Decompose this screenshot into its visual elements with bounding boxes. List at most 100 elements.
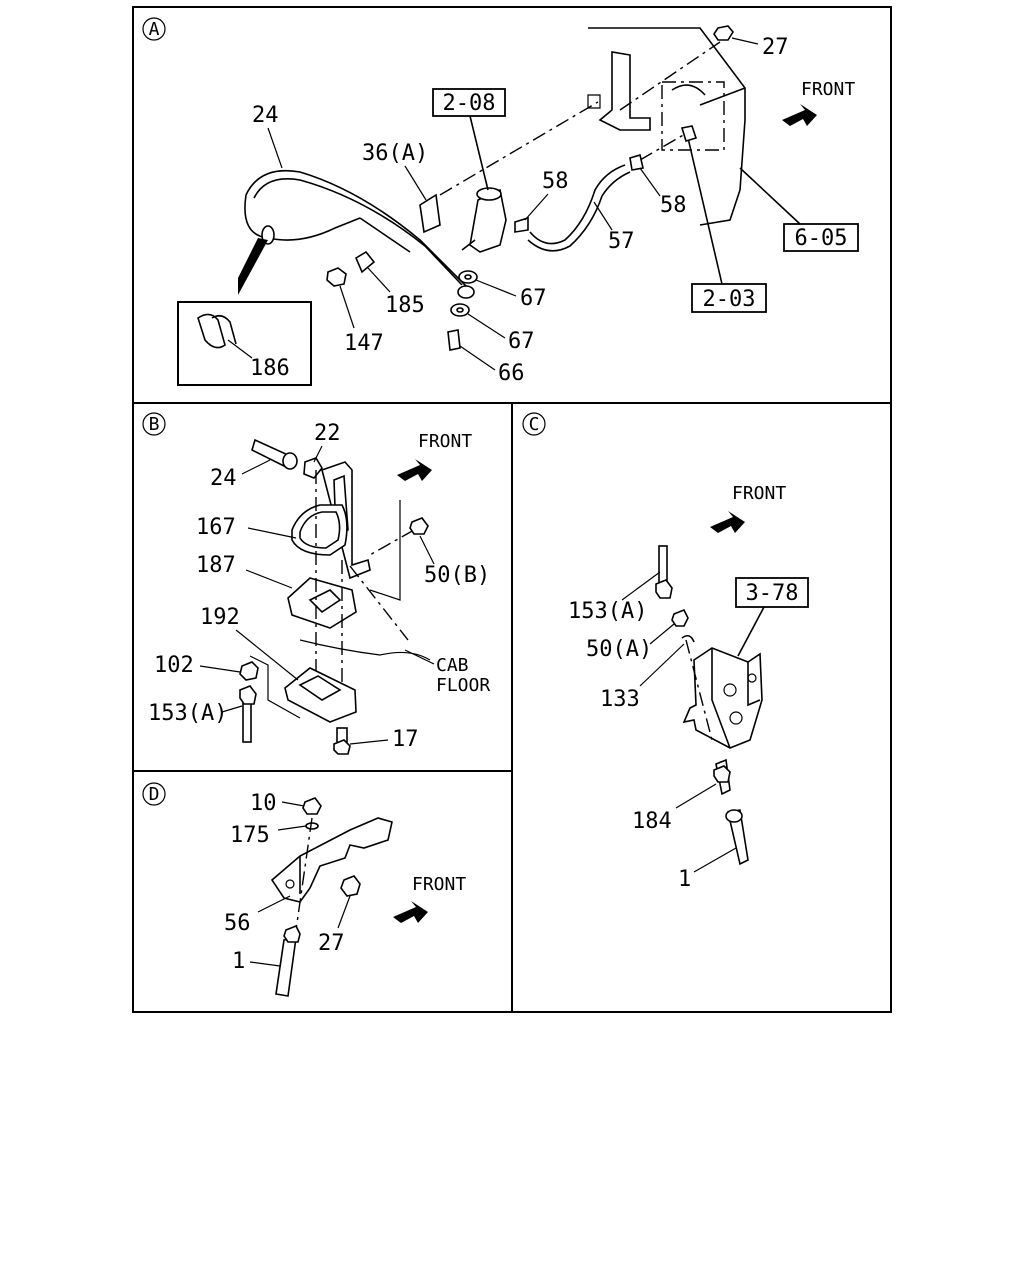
svg-text:3-78: 3-78 <box>746 581 799 606</box>
callout-187: 187 <box>196 553 293 589</box>
callout-175: 175 <box>230 823 307 848</box>
panel-b: B <box>142 412 490 755</box>
svg-text:CAB: CAB <box>436 655 469 676</box>
callout-50a: 50(A) <box>586 623 675 662</box>
fitting-184 <box>713 758 731 796</box>
svg-text:187: 187 <box>196 553 236 578</box>
svg-text:50(B): 50(B) <box>424 563 490 588</box>
svg-text:175: 175 <box>230 823 270 848</box>
washer-175 <box>305 822 319 830</box>
svg-text:24: 24 <box>252 103 279 128</box>
clip-133 <box>681 634 695 643</box>
svg-text:102: 102 <box>154 653 194 678</box>
svg-text:67: 67 <box>520 286 547 311</box>
svg-text:1: 1 <box>232 949 245 974</box>
front-arrow-b: FRONT <box>397 431 472 481</box>
callout-58-top: 58 <box>524 169 569 221</box>
svg-text:FLOOR: FLOOR <box>436 675 490 696</box>
svg-text:147: 147 <box>344 331 384 356</box>
svg-text:2-08: 2-08 <box>443 91 496 116</box>
svg-text:B: B <box>149 414 160 435</box>
svg-text:184: 184 <box>632 809 672 834</box>
callout-66: 66 <box>459 345 525 386</box>
svg-text:FRONT: FRONT <box>732 483 786 504</box>
svg-text:27: 27 <box>318 931 345 956</box>
svg-text:66: 66 <box>498 361 525 386</box>
diagram-frame <box>132 6 892 1013</box>
callout-185: 185 <box>367 267 425 318</box>
callout-56: 56 <box>224 895 291 936</box>
svg-text:10: 10 <box>250 791 277 816</box>
svg-text:56: 56 <box>224 911 251 936</box>
pipe-1-d <box>275 924 301 997</box>
bolt-153a-c <box>655 545 673 599</box>
svg-text:FRONT: FRONT <box>412 874 466 895</box>
panel-b-marker: B <box>142 412 166 436</box>
svg-text:24: 24 <box>210 466 237 491</box>
callout-36a: 36(A) <box>362 141 428 201</box>
svg-text:185: 185 <box>385 293 425 318</box>
panel-d-marker: D <box>142 782 166 806</box>
svg-text:27: 27 <box>762 35 789 60</box>
ref-box-3-78: 3-78 <box>735 577 809 657</box>
panel-a-marker: A <box>142 17 166 41</box>
callout-192: 192 <box>200 605 299 681</box>
callout-184: 184 <box>632 783 717 834</box>
callout-57: 57 <box>593 201 635 254</box>
svg-text:192: 192 <box>200 605 240 630</box>
detail-186 <box>177 301 312 386</box>
cable-24 <box>238 169 469 295</box>
callout-133: 133 <box>600 643 685 712</box>
svg-text:FRONT: FRONT <box>801 79 855 100</box>
bracket-56 <box>270 817 393 931</box>
plate-192 <box>249 655 357 723</box>
svg-text:167: 167 <box>196 515 236 540</box>
svg-text:22: 22 <box>314 421 341 446</box>
callout-27-d: 27 <box>318 895 351 956</box>
front-arrow-a: FRONT <box>782 79 855 126</box>
bracket-3-78 <box>682 639 763 749</box>
fuel-tank <box>587 27 746 226</box>
nut-10 <box>302 797 322 815</box>
svg-text:153(A): 153(A) <box>148 701 227 726</box>
callout-22: 22 <box>313 421 341 463</box>
svg-text:2-03: 2-03 <box>703 287 756 312</box>
callout-67-top: 67 <box>475 279 547 311</box>
grommet-167 <box>291 504 348 556</box>
callout-153a-c: 153(A) <box>568 571 661 624</box>
clamp-185 <box>354 250 376 274</box>
bolt-153a-b <box>239 685 257 743</box>
clip-58-left <box>514 216 529 233</box>
bolt-17 <box>333 727 351 755</box>
bolt-66 <box>447 329 461 351</box>
ref-box-2-03: 2-03 <box>680 125 767 313</box>
front-arrow-c: FRONT <box>710 483 786 533</box>
cab-floor-outline <box>299 470 431 700</box>
callout-58-right: 58 <box>639 167 687 218</box>
callout-50b: 50(B) <box>419 535 490 588</box>
plate-187 <box>287 577 357 629</box>
fitting-22 <box>303 457 323 479</box>
svg-text:36(A): 36(A) <box>362 141 428 166</box>
callout-67-bottom: 67 <box>467 313 535 354</box>
callout-24: 24 <box>252 103 283 169</box>
callout-186: 186 <box>227 339 290 381</box>
panel-c-marker: C <box>522 412 546 436</box>
panel-c: C FRONT <box>522 412 809 892</box>
svg-text:D: D <box>149 784 160 805</box>
svg-text:58: 58 <box>660 193 687 218</box>
washers-67 <box>450 270 478 317</box>
callout-1-c: 1 <box>678 847 737 892</box>
svg-text:50(A): 50(A) <box>586 637 652 662</box>
nut-27-d <box>340 875 361 897</box>
pipe-1-c <box>725 809 749 866</box>
callout-17: 17 <box>349 727 419 752</box>
callout-147: 147 <box>339 285 384 356</box>
switch-2-08 <box>461 187 507 253</box>
ref-box-6-05: 6-05 <box>739 167 859 252</box>
svg-text:FRONT: FRONT <box>418 431 472 452</box>
svg-text:67: 67 <box>508 329 535 354</box>
callout-1-d: 1 <box>232 949 281 974</box>
svg-text:133: 133 <box>600 687 640 712</box>
